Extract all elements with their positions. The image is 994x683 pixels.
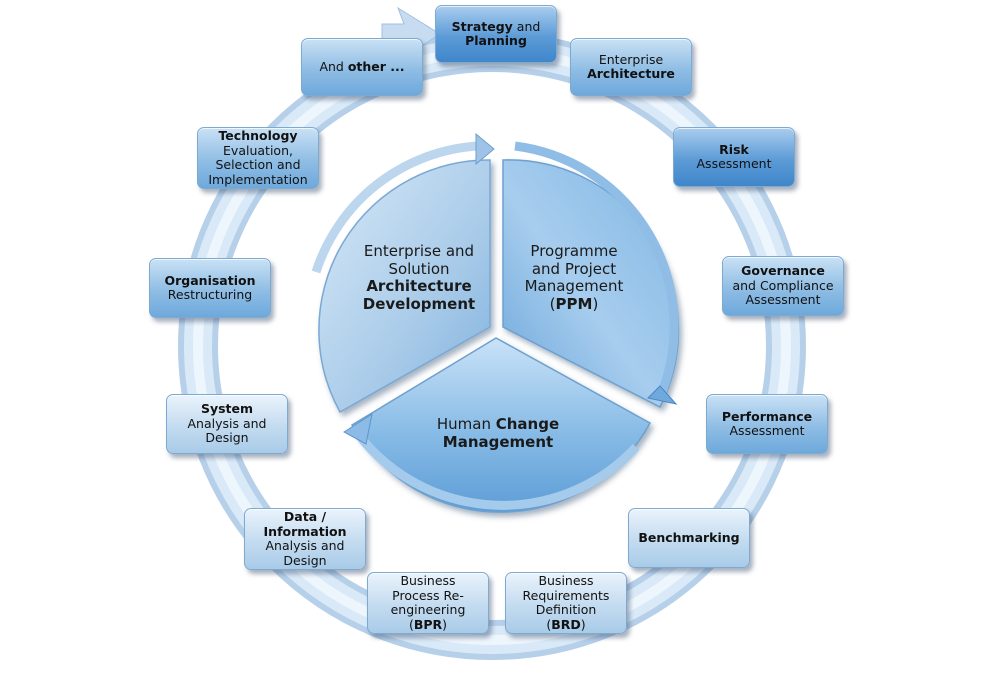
box-performance: Performance Assessment (706, 394, 828, 454)
architecture-label: Enterprise and Solution Architecture Dev… (362, 242, 476, 313)
ppm-label: Programme and Project Management (PPM) (524, 242, 624, 313)
box-risk: Risk Assessment (673, 127, 795, 187)
box-brd: Business Requirements Definition (BRD) (505, 572, 627, 634)
box-strategy-planning: Strategy and Planning (435, 5, 557, 63)
box-data-information: Data / Information Analysis and Design (244, 508, 366, 570)
box-governance: Governance and Compliance Assessment (722, 256, 844, 316)
box-technology: Technology Evaluation, Selection and Imp… (197, 127, 319, 189)
box-enterprise-architecture: Enterprise Architecture (570, 38, 692, 96)
box-bpr: Business Process Re- engineering (BPR) (367, 572, 489, 634)
change-label: Human Change Management (436, 415, 560, 451)
box-and-other: And other ... (301, 38, 423, 96)
box-organisation: Organisation Restructuring (149, 258, 271, 318)
segment-architecture (318, 159, 491, 414)
box-benchmarking: Benchmarking (628, 508, 750, 568)
inner-arrows (311, 132, 679, 510)
box-system: System Analysis and Design (166, 394, 288, 454)
